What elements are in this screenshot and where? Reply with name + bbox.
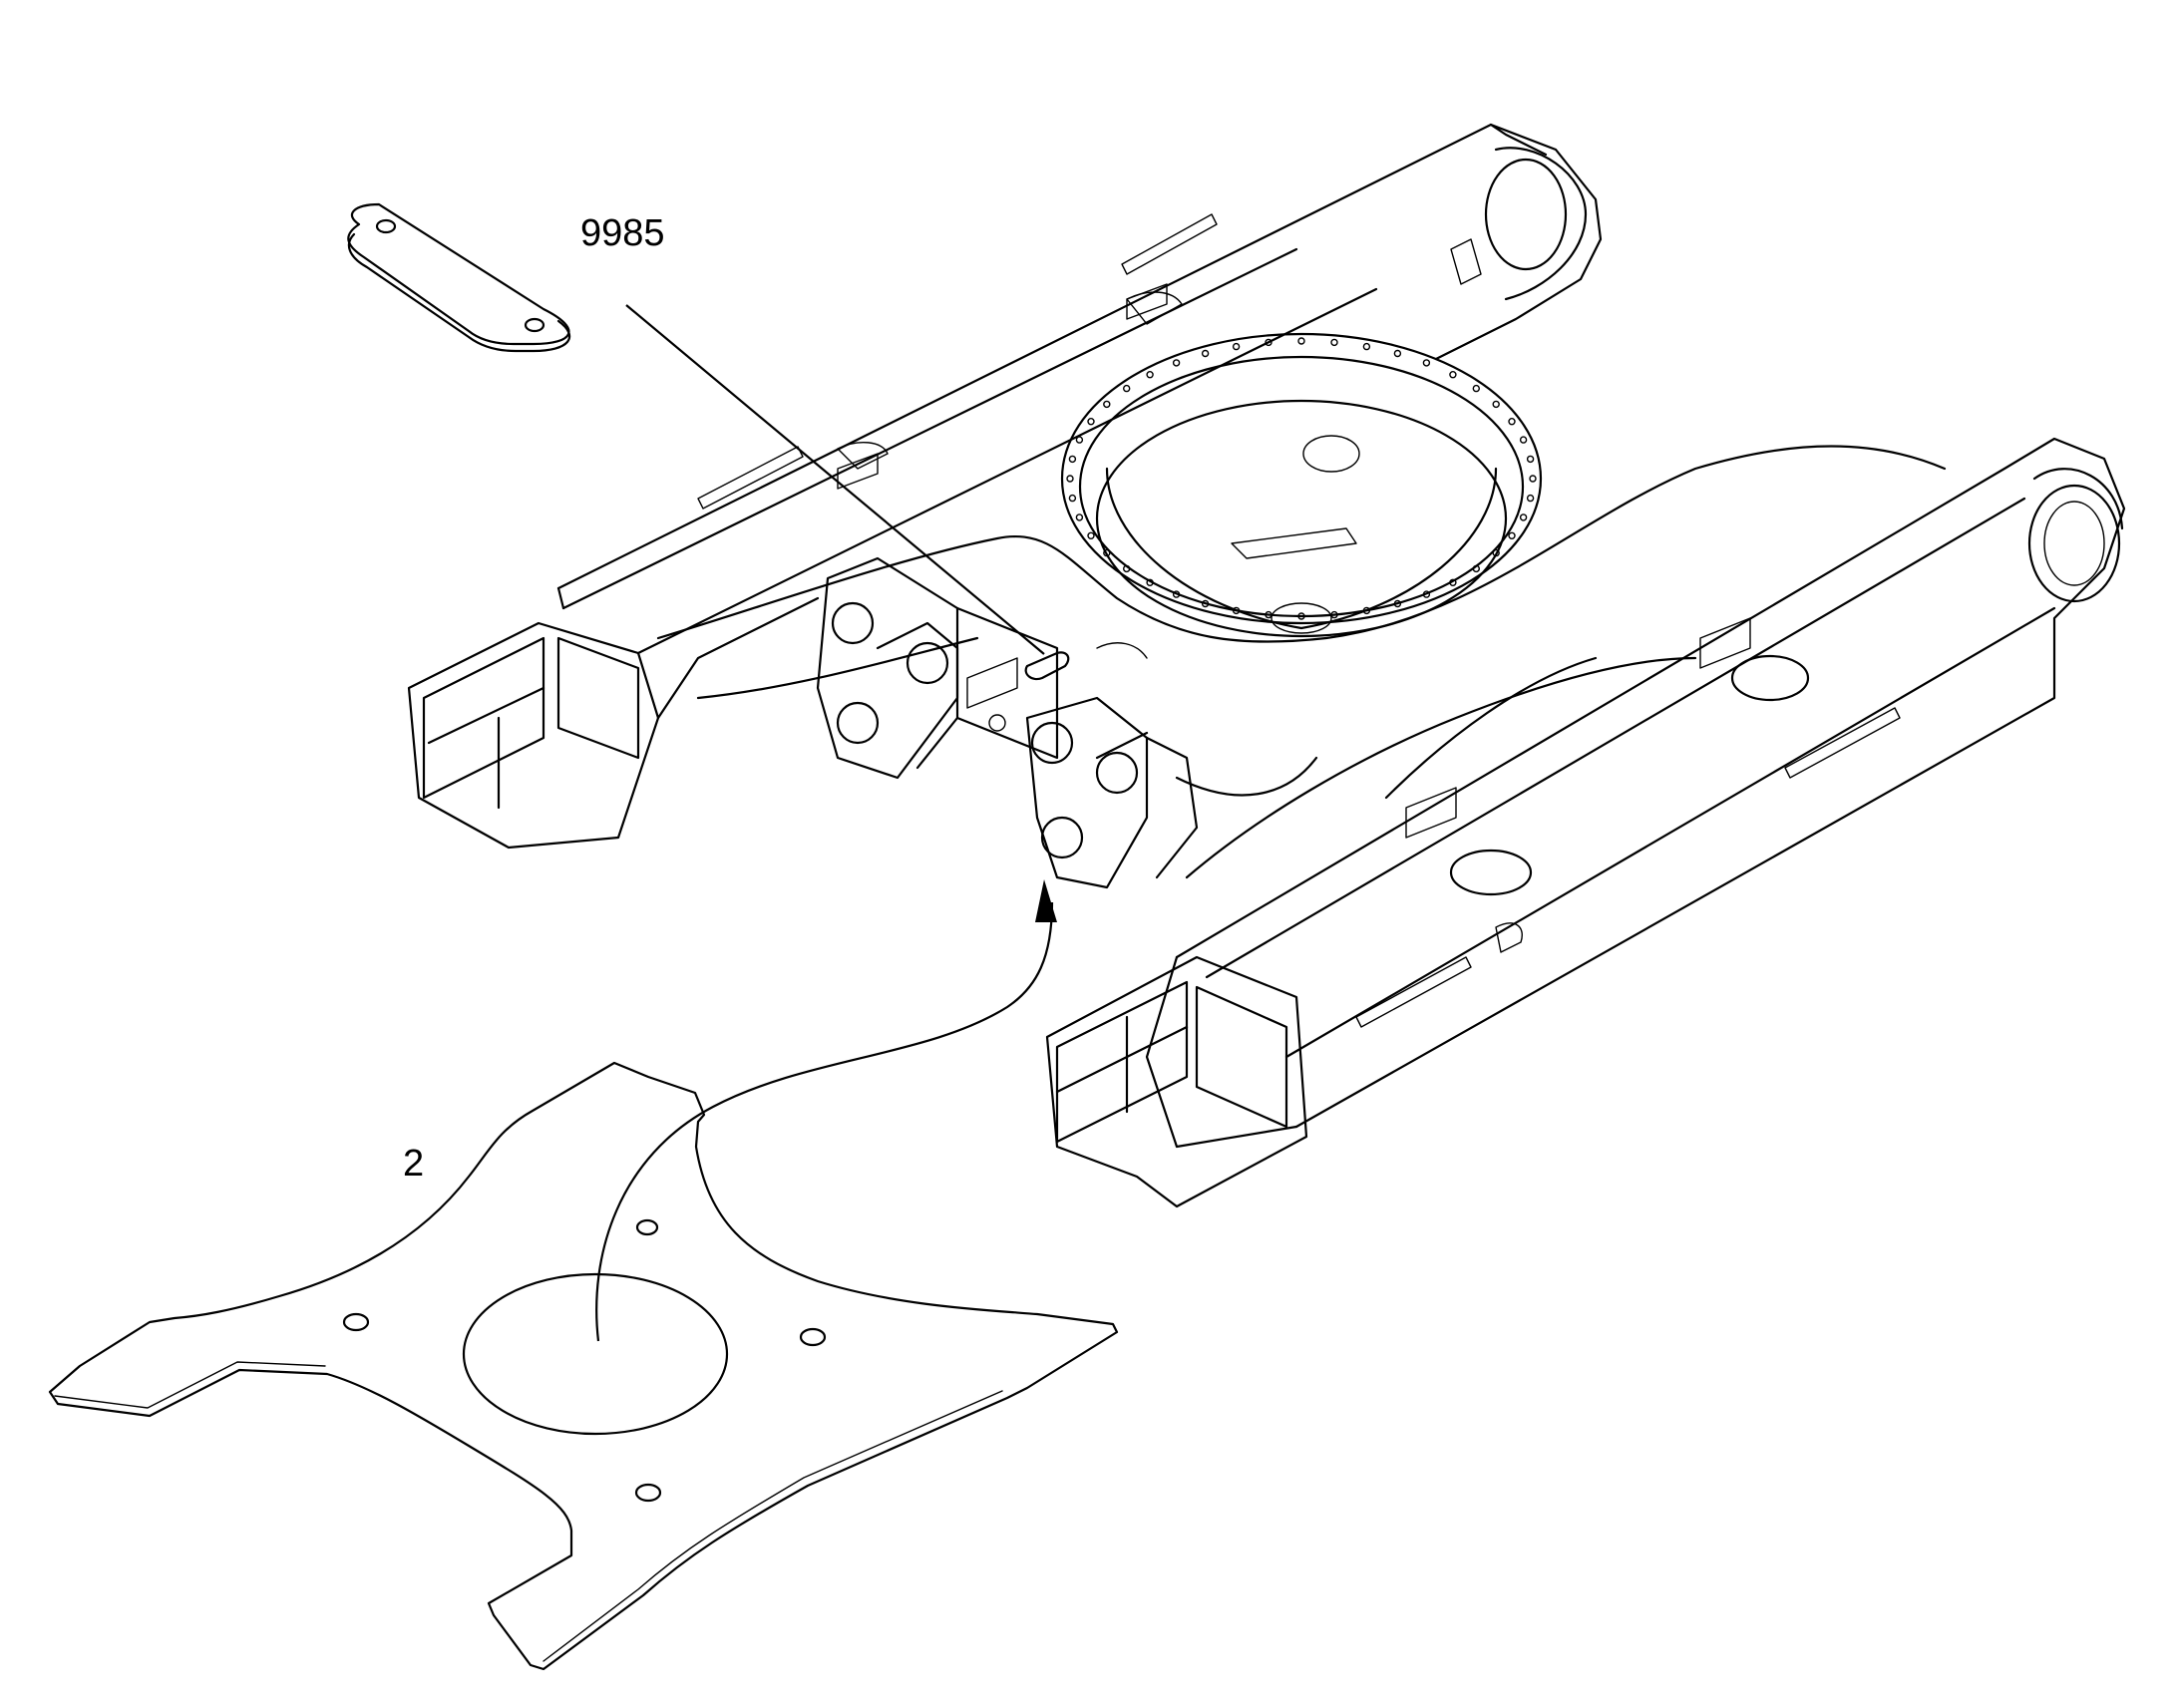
- bolt-hole: [1492, 400, 1500, 409]
- bolt-hole: [1508, 418, 1516, 426]
- bolt-hole: [1232, 342, 1241, 351]
- bolt-hole: [1103, 548, 1111, 557]
- bolt-hole: [1075, 513, 1084, 521]
- bolt-hole: [1265, 338, 1272, 347]
- right-track-frame: [1045, 437, 2126, 1208]
- leader-line-9985: [625, 304, 1045, 655]
- bolt-hole: [1172, 359, 1181, 367]
- bolt-hole: [1201, 599, 1210, 608]
- bolt-hole: [1265, 610, 1272, 619]
- center-frame: [656, 283, 1947, 896]
- bolt-hole: [1297, 612, 1305, 620]
- bolt-hole: [1232, 606, 1241, 615]
- bolt-hole: [1449, 371, 1457, 379]
- bolt-hole: [1449, 578, 1457, 586]
- bolt-hole: [1492, 548, 1500, 557]
- bolt-hole: [1122, 384, 1131, 393]
- bolt-hole: [1146, 371, 1154, 379]
- bolt-hole: [1122, 564, 1131, 573]
- bolt-hole: [1201, 349, 1210, 358]
- bolt-hole: [1472, 564, 1481, 573]
- bolt-hole: [1362, 606, 1371, 615]
- leader-lines: [595, 304, 1057, 1342]
- bolt-hole: [1529, 475, 1537, 483]
- bolt-hole: [1393, 599, 1402, 608]
- leader-line-2: [595, 901, 1054, 1342]
- bolt-hole: [1087, 531, 1095, 539]
- bolt-hole: [1075, 436, 1084, 444]
- callout-label-2: 2: [403, 1143, 425, 1185]
- bolt-hole: [1422, 359, 1431, 367]
- bolt-hole: [1422, 590, 1431, 598]
- bolt-hole: [1068, 455, 1077, 464]
- bolt-hole: [1393, 349, 1402, 358]
- bolt-hole: [1146, 578, 1154, 586]
- leader-arrowhead: [1035, 879, 1057, 922]
- undercarriage-frame: [407, 123, 2126, 1208]
- bolt-hole: [1508, 531, 1516, 539]
- blade-mounting-lugs: [816, 556, 1199, 889]
- bolt-hole: [1330, 610, 1338, 619]
- bolt-hole: [1330, 338, 1338, 347]
- installed-cover-plate: [1024, 651, 1070, 681]
- bolt-hole: [1526, 455, 1535, 464]
- bolt-hole: [1172, 590, 1181, 598]
- swing-circle-bolt-holes: [1066, 337, 1537, 620]
- bolt-hole: [1362, 342, 1371, 351]
- bolt-hole: [1519, 513, 1528, 521]
- bolt-hole: [1526, 494, 1535, 503]
- bolt-hole: [1297, 337, 1305, 345]
- bolt-hole: [1103, 400, 1111, 409]
- bolt-hole: [1519, 436, 1528, 444]
- left-track-frame: [407, 123, 1603, 850]
- callout-label-9985: 9985: [580, 212, 665, 254]
- cover-plate-9985: [347, 202, 571, 353]
- bolt-hole: [1472, 384, 1481, 393]
- bolt-hole: [1087, 418, 1095, 426]
- spacer-plate-2: [48, 1061, 1119, 1671]
- bolt-hole: [1068, 494, 1077, 503]
- bolt-hole: [1066, 475, 1074, 483]
